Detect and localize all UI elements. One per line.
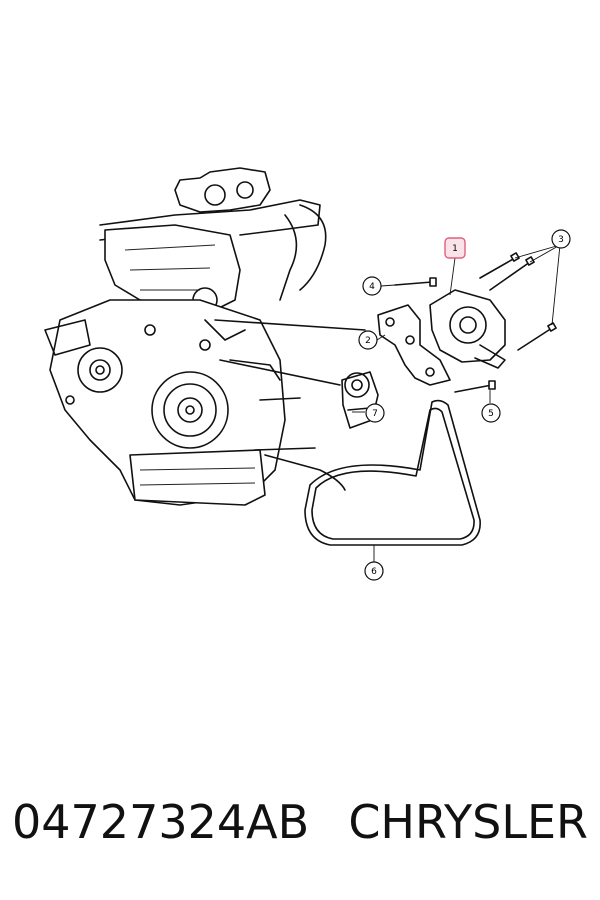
callout-2: 2 bbox=[358, 330, 378, 350]
footer: 04727324AB CHRYSLER bbox=[0, 795, 600, 865]
callout-1: 1 bbox=[444, 237, 466, 259]
callout-7-label: 7 bbox=[372, 409, 378, 419]
callout-3-label: 3 bbox=[558, 235, 564, 245]
bolt-4 bbox=[394, 277, 437, 287]
leader-lines bbox=[352, 244, 561, 562]
ac-compressor bbox=[429, 289, 506, 369]
callout-4-label: 4 bbox=[369, 282, 375, 292]
callout-6: 6 bbox=[364, 561, 384, 581]
callout-6-label: 6 bbox=[371, 567, 377, 577]
callout-5-label: 5 bbox=[488, 409, 494, 419]
callout-3: 3 bbox=[551, 229, 571, 249]
callout-4: 4 bbox=[362, 276, 382, 296]
mounting-bolts bbox=[479, 252, 557, 351]
ac-compressor-bracket bbox=[377, 304, 451, 386]
callout-1-label: 1 bbox=[452, 244, 458, 254]
callout-5: 5 bbox=[481, 403, 501, 423]
callout-7: 7 bbox=[365, 403, 385, 423]
engine-block bbox=[44, 167, 366, 506]
bolt-5 bbox=[454, 380, 496, 393]
brand-name: CHRYSLER bbox=[348, 795, 588, 849]
callout-2-label: 2 bbox=[365, 336, 371, 346]
serpentine-belt bbox=[304, 399, 481, 546]
part-number: 04727324AB bbox=[12, 795, 310, 849]
engine-exploded-diagram: 1 2 3 4 5 6 7 bbox=[44, 167, 571, 581]
